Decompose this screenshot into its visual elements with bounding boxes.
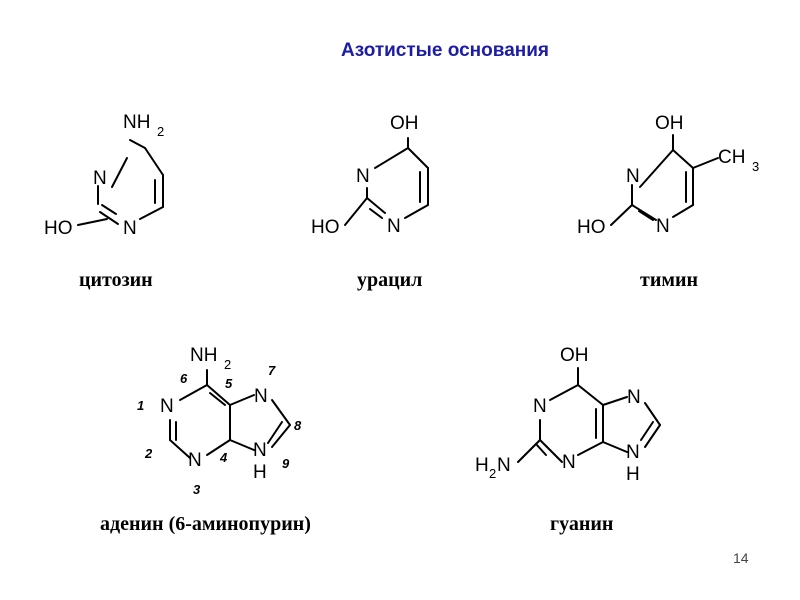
adenine-num-3: 3 [193, 482, 201, 497]
cytosine-nh-sub: 2 [157, 124, 164, 139]
thymine-ho-label: HO [577, 217, 606, 238]
thymine-n2: N [656, 216, 670, 237]
thymine-ch-label: CH [718, 147, 745, 168]
thymine-ch-sub: 3 [752, 159, 759, 174]
thymine-structure: N N OH CH 3 HO [577, 113, 759, 238]
cytosine-name: цитозин [79, 269, 153, 291]
adenine-n3: N [188, 450, 202, 471]
uracil-n2: N [387, 216, 401, 237]
guanine-n9: N [626, 442, 640, 463]
cytosine-n1: N [93, 168, 107, 189]
guanine-n1: N [533, 396, 547, 417]
adenine-structure: N N N N H NH 2 1 2 3 4 5 6 7 8 9 [137, 345, 302, 497]
adenine-num-1: 1 [137, 398, 144, 413]
guanine-h9: H [626, 464, 640, 485]
thymine-n1: N [626, 166, 640, 187]
guanine-n-label: N [497, 455, 511, 476]
adenine-h9: H [253, 462, 267, 483]
adenine-num-6: 6 [180, 371, 188, 386]
guanine-n3: N [562, 452, 576, 473]
adenine-num-8: 8 [294, 418, 302, 433]
adenine-num-5: 5 [225, 376, 233, 391]
uracil-structure: N N OH HO [311, 113, 429, 238]
adenine-num-2: 2 [144, 446, 153, 461]
cytosine-structure: N N NH 2 HO [44, 112, 164, 239]
adenine-num-9: 9 [282, 456, 290, 471]
guanine-h-label: H [475, 455, 489, 476]
uracil-ho-label: HO [311, 217, 340, 238]
cytosine-ho-label: HO [44, 218, 73, 239]
adenine-n9: N [253, 440, 267, 461]
adenine-nh-sub: 2 [224, 357, 231, 372]
uracil-oh-label: OH [390, 113, 419, 134]
uracil-n1: N [356, 166, 370, 187]
thymine-name: тимин [640, 269, 699, 291]
guanine-n7: N [627, 387, 641, 408]
slide-title: Азотистые основания [341, 40, 549, 61]
guanine-h-sub: 2 [489, 466, 496, 481]
cytosine-n2: N [123, 218, 137, 239]
page-number: 14 [733, 550, 749, 566]
adenine-num-7: 7 [268, 363, 276, 378]
guanine-name: гуанин [550, 513, 614, 535]
guanine-structure: N N N N H OH H 2 N [475, 345, 661, 485]
adenine-n1: N [160, 396, 174, 417]
adenine-n7: N [254, 386, 268, 407]
guanine-oh-label: OH [560, 345, 589, 366]
adenine-num-4: 4 [219, 450, 228, 465]
cytosine-nh-label: NH [123, 112, 150, 133]
uracil-name: урацил [357, 269, 423, 291]
adenine-nh-label: NH [190, 345, 217, 366]
thymine-oh-label: OH [655, 113, 684, 134]
adenine-name: аденин (6-аминопурин) [100, 513, 311, 535]
